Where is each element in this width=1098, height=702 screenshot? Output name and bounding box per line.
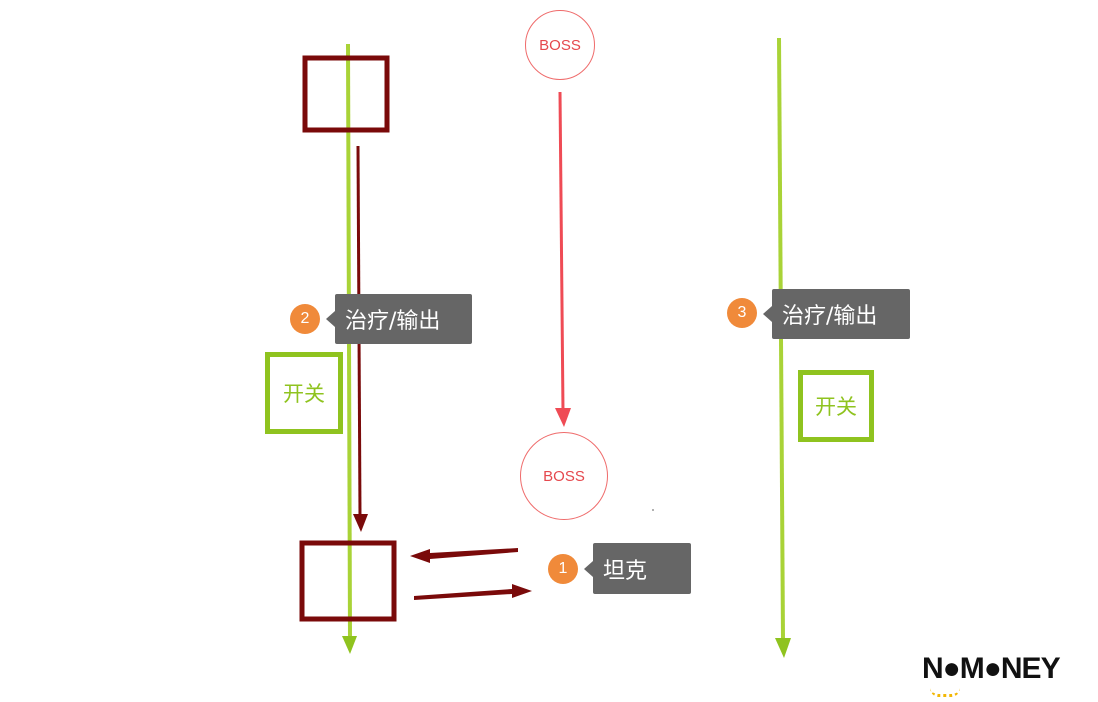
position-box-bottom xyxy=(299,540,397,622)
role-2-tag: 治疗/输出 xyxy=(326,294,472,344)
logo-dots xyxy=(930,688,960,697)
lane-left-arrowhead xyxy=(342,636,357,654)
nomoney-logo: N●M●NEY xyxy=(922,652,1082,698)
role-3-badge: 3 xyxy=(727,298,757,328)
role-1-tag: 坦克 xyxy=(584,543,691,594)
lane-right-line xyxy=(777,37,785,641)
switch-left: 开关 xyxy=(265,352,343,434)
switch-left-label: 开关 xyxy=(283,382,325,406)
logo-text: N●M●NEY xyxy=(922,652,1061,685)
boss-top: BOSS xyxy=(525,10,595,80)
role-1-badge: 1 xyxy=(548,554,578,584)
role-1-label: 坦克 xyxy=(603,558,648,584)
arrow-to-tank xyxy=(414,584,532,600)
role-2-label: 治疗/输出 xyxy=(345,309,441,334)
move-arrow-head xyxy=(353,514,368,532)
lane-right-arrowhead xyxy=(775,638,791,658)
boss-bottom-label: BOSS xyxy=(543,467,585,485)
role-3-label: 治疗/输出 xyxy=(782,304,878,329)
boss-move-arrowhead xyxy=(555,408,571,427)
boss-bottom: BOSS xyxy=(520,432,608,520)
switch-right-label: 开关 xyxy=(815,395,857,419)
boss-move-line xyxy=(558,91,565,413)
role-3-tag: 治疗/输出 xyxy=(763,289,910,339)
arrow-to-box xyxy=(410,548,518,563)
position-box-top xyxy=(302,55,390,133)
switch-right: 开关 xyxy=(798,370,874,442)
boss-top-label: BOSS xyxy=(539,36,581,54)
role-2-badge: 2 xyxy=(290,304,320,334)
stray-dot xyxy=(652,509,654,511)
